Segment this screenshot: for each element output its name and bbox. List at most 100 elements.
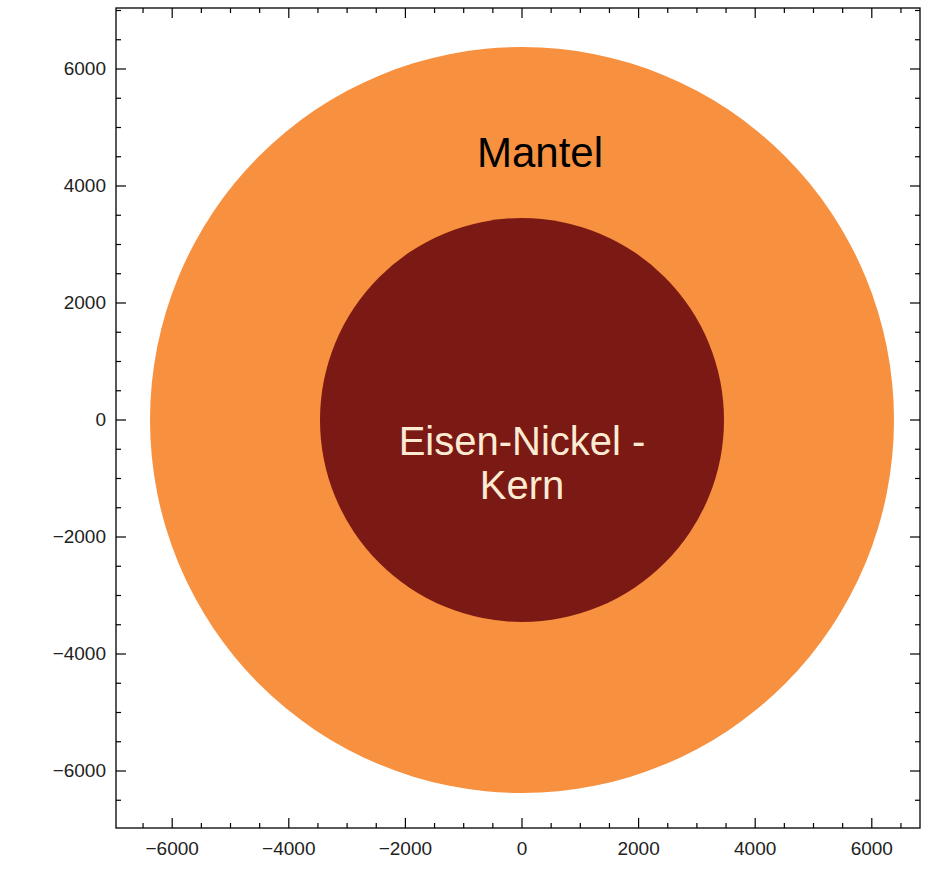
tick xyxy=(551,8,552,13)
tick xyxy=(842,823,843,828)
tick xyxy=(116,244,121,245)
tick xyxy=(667,8,668,13)
tick xyxy=(142,823,143,828)
tick xyxy=(915,98,920,99)
tick xyxy=(116,536,126,537)
tick xyxy=(116,449,121,450)
tick xyxy=(813,823,814,828)
tick xyxy=(259,8,260,13)
tick xyxy=(434,823,435,828)
axis-tick-label: 2000 xyxy=(64,292,106,314)
tick xyxy=(915,39,920,40)
tick xyxy=(915,683,920,684)
tick xyxy=(116,390,121,391)
tick xyxy=(915,273,920,274)
core-label: Eisen-Nickel -Kern xyxy=(387,419,657,507)
tick xyxy=(230,823,231,828)
tick xyxy=(667,823,668,828)
tick xyxy=(201,823,202,828)
tick xyxy=(116,273,121,274)
tick xyxy=(405,8,406,18)
tick xyxy=(116,741,121,742)
tick xyxy=(347,823,348,828)
tick xyxy=(116,98,121,99)
axis-tick-label: 6000 xyxy=(851,838,893,860)
tick xyxy=(201,8,202,13)
tick xyxy=(580,8,581,13)
tick xyxy=(813,8,814,13)
tick xyxy=(172,818,173,828)
axis-tick-label: 6000 xyxy=(64,58,106,80)
tick xyxy=(784,8,785,13)
tick xyxy=(116,770,126,771)
tick xyxy=(142,8,143,13)
tick xyxy=(910,68,920,69)
tick xyxy=(915,361,920,362)
tick xyxy=(116,478,121,479)
axis-tick-label: −4000 xyxy=(262,838,315,860)
tick xyxy=(376,8,377,13)
tick xyxy=(910,185,920,186)
tick xyxy=(376,823,377,828)
tick xyxy=(288,818,289,828)
tick xyxy=(638,818,639,828)
tick xyxy=(116,302,126,303)
tick xyxy=(784,823,785,828)
tick xyxy=(915,624,920,625)
tick xyxy=(116,800,121,801)
tick xyxy=(915,215,920,216)
tick xyxy=(116,156,121,157)
tick xyxy=(116,595,121,596)
tick xyxy=(915,566,920,567)
tick xyxy=(915,332,920,333)
tick xyxy=(259,823,260,828)
tick xyxy=(910,302,920,303)
tick xyxy=(915,741,920,742)
tick xyxy=(915,390,920,391)
tick xyxy=(463,8,464,13)
tick xyxy=(915,712,920,713)
tick xyxy=(116,419,126,420)
tick xyxy=(915,10,920,11)
tick xyxy=(725,823,726,828)
tick xyxy=(347,8,348,13)
tick xyxy=(434,8,435,13)
tick xyxy=(696,823,697,828)
tick xyxy=(915,244,920,245)
tick xyxy=(910,770,920,771)
tick xyxy=(116,624,121,625)
tick xyxy=(116,39,121,40)
tick xyxy=(317,823,318,828)
axis-tick-label: 2000 xyxy=(617,838,659,860)
tick xyxy=(609,823,610,828)
tick xyxy=(116,712,121,713)
axis-tick-label: −2000 xyxy=(379,838,432,860)
axis-tick-label: 0 xyxy=(517,838,528,860)
tick xyxy=(551,823,552,828)
tick xyxy=(755,818,756,828)
tick xyxy=(116,361,121,362)
tick xyxy=(910,653,920,654)
tick xyxy=(317,8,318,13)
axes-box xyxy=(116,8,920,828)
tick xyxy=(405,818,406,828)
core-circle: Eisen-Nickel -Kern xyxy=(320,218,724,622)
tick xyxy=(288,8,289,18)
tick xyxy=(842,8,843,13)
tick xyxy=(910,419,920,420)
tick xyxy=(521,818,522,828)
tick xyxy=(915,595,920,596)
mantle-label: Mantel xyxy=(477,130,603,176)
tick xyxy=(915,156,920,157)
tick xyxy=(638,8,639,18)
tick xyxy=(871,8,872,18)
tick xyxy=(915,127,920,128)
tick-marks xyxy=(116,8,920,828)
tick xyxy=(696,8,697,13)
tick xyxy=(116,566,121,567)
tick xyxy=(915,507,920,508)
tick xyxy=(521,8,522,18)
tick xyxy=(116,68,126,69)
mantle-circle: MantelEisen-Nickel -Kern xyxy=(150,47,894,793)
tick xyxy=(116,332,121,333)
